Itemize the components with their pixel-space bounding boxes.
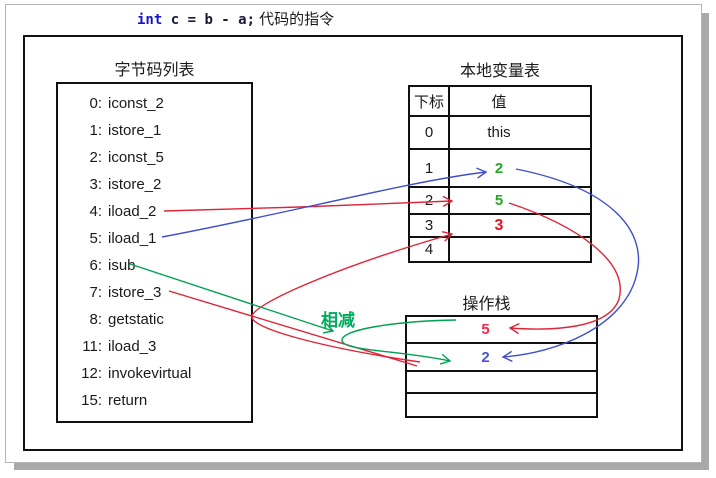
stack-slot-3 [407, 372, 596, 394]
local-var-row-4: 4 [410, 238, 590, 261]
header-index: 下标 [410, 87, 450, 115]
bytecode-item: 3:istore_2 [89, 176, 162, 193]
local-var-row-2: 2 5 [410, 188, 590, 215]
local-var-table-header: 下标 值 [410, 87, 590, 117]
bytecode-item: 2:iconst_5 [89, 149, 164, 166]
local-var-row-3: 3 3 [410, 215, 590, 238]
bytecode-item: 15:return [81, 392, 148, 409]
local-var-row-0: 0 this [410, 117, 590, 150]
bytecode-item: 5:iload_1 [89, 230, 157, 247]
title-suffix: 代码的指令 [255, 11, 335, 28]
bytecode-list-title: 字节码列表 [114, 62, 195, 79]
bytecode-item: 8:getstatic [89, 311, 164, 328]
local-var-table-title: 本地变量表 [459, 63, 540, 80]
stack-slot-2: 2 [407, 344, 596, 372]
bytecode-item: 11:iload_3 [82, 338, 157, 355]
subtract-label: 相减 [321, 311, 355, 330]
bytecode-list: 0:iconst_2 1:istore_1 2:iconst_5 3:istor… [56, 82, 253, 423]
bytecode-item: 1:istore_1 [89, 122, 162, 139]
bytecode-item: 12:invokevirtual [81, 365, 192, 382]
operand-stack: 5 2 [405, 315, 598, 418]
stack-slot-4 [407, 394, 596, 416]
outer-gray-frame [5, 4, 702, 463]
local-var-row-1: 1 2 [410, 150, 590, 188]
bytecode-item: 6:isub [89, 257, 136, 274]
bytecode-item: 0:iconst_2 [89, 95, 164, 112]
diagram-frame [23, 35, 683, 451]
bytecode-item: 4:iload_2 [89, 203, 157, 220]
code-keyword: int [137, 12, 163, 28]
page-title: int c = b - a; 代码的指令 [137, 8, 334, 29]
stack-slot-1: 5 [407, 317, 596, 344]
bytecode-item: 7:istore_3 [89, 284, 162, 301]
local-var-table: 下标 值 0 this 1 2 2 5 3 3 4 [408, 85, 592, 263]
operand-stack-title: 操作栈 [462, 296, 511, 313]
header-value: 值 [491, 93, 507, 111]
code-expression: c = b - a; [162, 12, 256, 28]
